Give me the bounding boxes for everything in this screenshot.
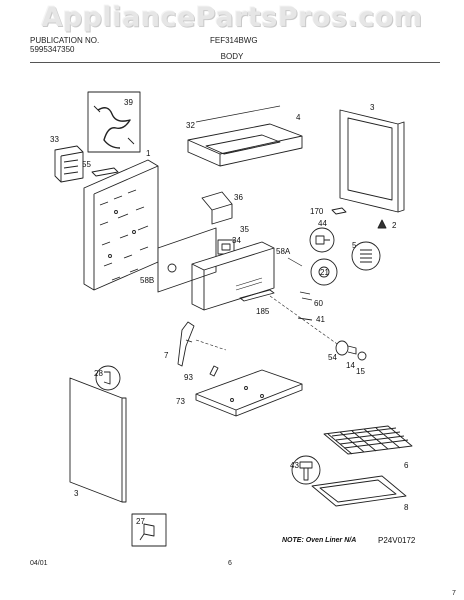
part-185-strip: 185 xyxy=(239,289,275,316)
part-36-bracket: 36 xyxy=(201,191,243,225)
part-1-body-rear-panel: 1 xyxy=(83,149,159,291)
callout-39: 39 xyxy=(124,98,133,107)
callout-170: 170 xyxy=(310,207,324,216)
watermark-text: AppliancePartsPros.com xyxy=(41,2,423,33)
callout-33: 33 xyxy=(50,135,59,144)
model-number: FEF314BWG xyxy=(210,36,258,45)
callout-27: 27 xyxy=(136,517,145,526)
part-41-pin: 41 xyxy=(297,315,325,324)
part-8-broiler-pan: 8 xyxy=(311,475,409,512)
part-73-bottom-tray: 73 xyxy=(176,369,303,417)
callout-6: 6 xyxy=(404,461,409,470)
callout-36: 36 xyxy=(234,193,243,202)
callout-35: 35 xyxy=(240,225,249,234)
callout-44: 44 xyxy=(318,219,327,228)
callout-60: 60 xyxy=(314,299,323,308)
part-93-clip: 93 xyxy=(184,365,219,382)
part-21-grommet-detail: 21 xyxy=(310,258,338,286)
part-28-clip-detail: 28 xyxy=(94,365,121,391)
part-6-oven-rack: 6 xyxy=(323,425,413,470)
part-3-side-panel-left: 3 xyxy=(69,377,127,503)
part-35-switch: 35 34 xyxy=(217,225,249,255)
part-170-clip: 170 xyxy=(310,207,347,216)
callout-54: 54 xyxy=(328,353,337,362)
callout-58a: 58A xyxy=(276,247,291,256)
part-43-screw-detail: 43 xyxy=(290,455,321,485)
callout-41: 41 xyxy=(316,315,325,324)
publication-label: PUBLICATION NO. xyxy=(30,36,100,45)
part-33-terminal-block: 33 xyxy=(50,135,84,183)
callout-73: 73 xyxy=(176,397,185,406)
callout-93: 93 xyxy=(184,373,193,382)
callout-3-lower: 3 xyxy=(74,489,79,498)
callout-2: 2 xyxy=(392,221,397,230)
callout-55: 55 xyxy=(82,160,91,169)
drawing-code: P24V0172 xyxy=(378,536,416,545)
callout-4: 4 xyxy=(296,113,301,122)
callout-28: 28 xyxy=(94,369,103,378)
callout-3-upper: 3 xyxy=(370,103,375,112)
part-27-bracket-detail: 27 xyxy=(131,513,167,547)
part-44-screw-detail: 44 xyxy=(309,219,335,253)
part-2-leveler: 2 xyxy=(377,219,397,230)
callout-14: 14 xyxy=(346,361,355,370)
header-divider xyxy=(30,62,440,63)
part-58b-front-panel: 58B xyxy=(140,227,217,293)
callout-15: 15 xyxy=(356,367,365,376)
part-54-lamp-socket: 54 14 15 xyxy=(328,340,367,376)
publication-number: 5995347350 xyxy=(30,45,75,54)
footer-date: 04/01 xyxy=(30,560,48,567)
callout-34: 34 xyxy=(232,236,241,245)
part-60-fastener: 60 xyxy=(299,291,323,308)
part-7-hinge: 7 xyxy=(164,321,195,367)
part-4-top-frame: 32 4 xyxy=(186,105,303,167)
callout-32: 32 xyxy=(186,121,195,130)
part-3-side-panel-right: 3 xyxy=(339,103,405,213)
callout-21: 21 xyxy=(320,268,329,277)
callout-43: 43 xyxy=(290,461,299,470)
section-title: BODY xyxy=(220,52,244,61)
callout-185: 185 xyxy=(256,307,270,316)
part-58a-trim-panel: 58A xyxy=(191,241,303,311)
part-5-spring-detail: 5 xyxy=(351,241,381,271)
oven-liner-note: NOTE: Oven Liner N/A xyxy=(282,537,357,544)
part-39-wire-harness: 39 xyxy=(87,91,141,153)
footer-page-number: 6 xyxy=(228,560,232,567)
footer-corner-mark: 7 xyxy=(452,590,456,597)
callout-1: 1 xyxy=(146,149,151,158)
callout-58b: 58B xyxy=(140,276,154,285)
callout-8: 8 xyxy=(404,503,409,512)
callout-5: 5 xyxy=(352,241,357,250)
callout-7: 7 xyxy=(164,351,169,360)
